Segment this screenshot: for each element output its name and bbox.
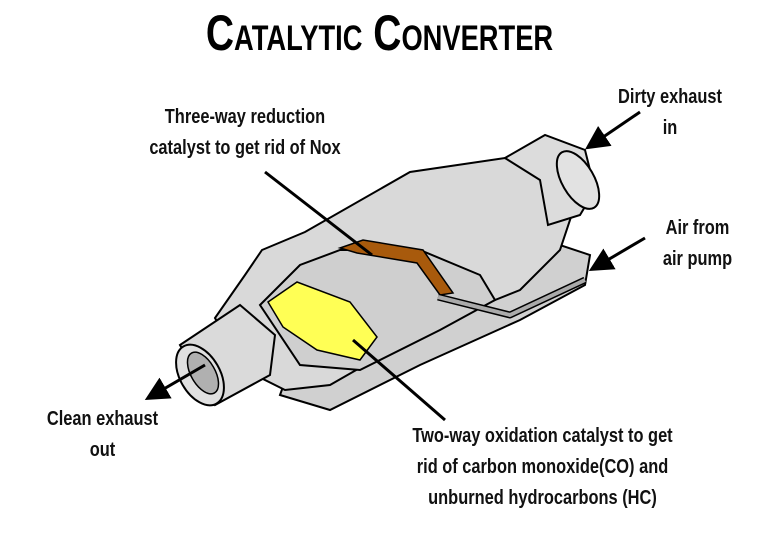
clean-exhaust-label: Clean exhaust out bbox=[35, 404, 170, 466]
label-line: rid of carbon monoxide(CO) and bbox=[416, 456, 669, 478]
nox-leader-line bbox=[264, 170, 373, 257]
clean-exhaust-arrow bbox=[144, 363, 206, 401]
outlet-pipe bbox=[175, 303, 277, 407]
two-way-label: Two-way oxidation catalyst to get rid of… bbox=[393, 421, 692, 514]
label-line: Dirty exhaust bbox=[618, 86, 722, 108]
label-line: unburned hydrocarbons (HC) bbox=[428, 487, 657, 509]
label-line: catalyst to get rid of Nox bbox=[149, 137, 341, 159]
air-pump-label: Air from air pump bbox=[650, 213, 744, 275]
three-way-label: Three-way reduction catalyst to get rid … bbox=[134, 102, 355, 164]
oxidation-leader-line bbox=[352, 338, 446, 422]
dirty-exhaust-arrow bbox=[585, 110, 641, 150]
inlet-pipe bbox=[503, 133, 601, 227]
air-arrow bbox=[588, 236, 646, 272]
label-line: Three-way reduction bbox=[164, 106, 326, 128]
label-line: out bbox=[89, 439, 116, 461]
dirty-exhaust-label: Dirty exhaust in bbox=[604, 82, 735, 144]
label-line: air pump bbox=[662, 248, 733, 270]
label-line: Two-way oxidation catalyst to get bbox=[412, 425, 673, 447]
oxidation-catalyst bbox=[266, 281, 378, 361]
label-line: in bbox=[662, 117, 678, 139]
label-line: Air from bbox=[665, 217, 730, 239]
label-line: Clean exhaust bbox=[46, 408, 159, 430]
diagram-title: Catalytic Converter bbox=[205, 5, 554, 61]
